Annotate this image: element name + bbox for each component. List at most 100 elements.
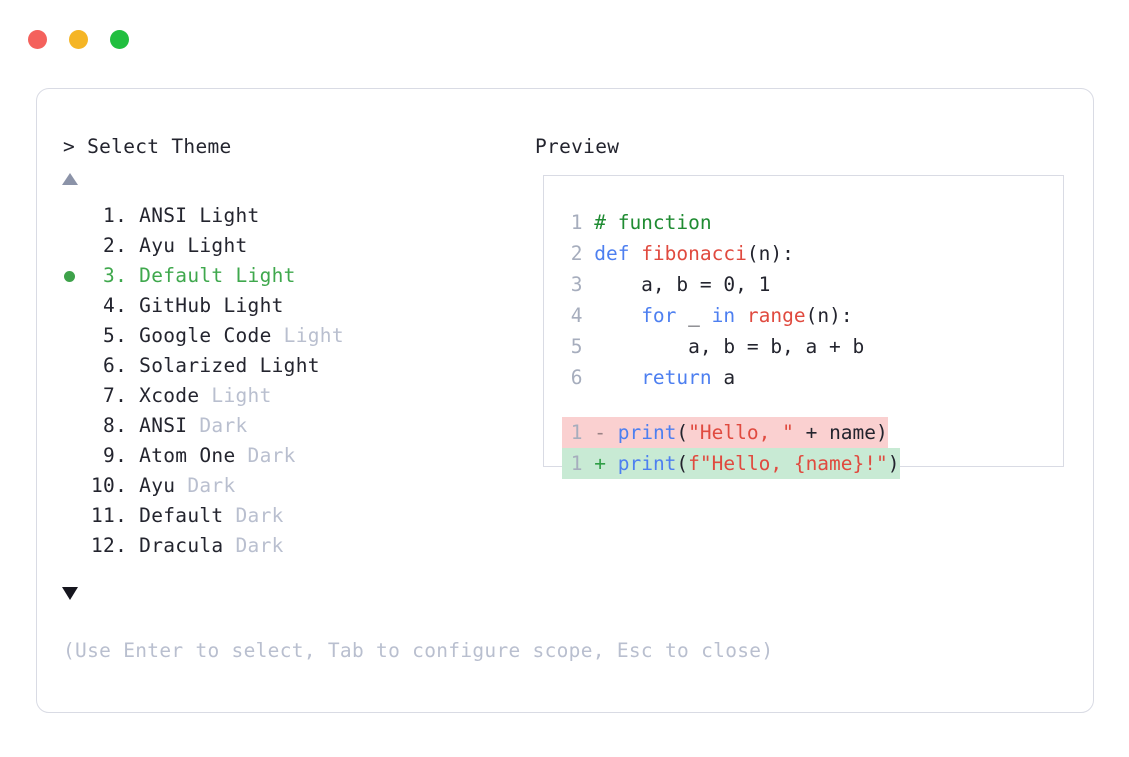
diff-sign: +	[594, 452, 606, 475]
scroll-down-arrow-icon[interactable]	[62, 587, 78, 600]
theme-item-variant: Light	[259, 354, 320, 377]
theme-item-name: ANSI	[139, 414, 188, 437]
theme-list-item[interactable]: 11. Default Dark	[37, 501, 507, 531]
theme-list-item[interactable]: 3. Default Light	[37, 261, 507, 291]
code-token: print	[617, 421, 677, 444]
spacer	[127, 204, 139, 227]
spacer	[175, 234, 187, 257]
code-token: a	[711, 366, 736, 389]
spacer	[582, 452, 594, 475]
spacer	[248, 354, 260, 377]
spacer	[582, 335, 594, 358]
spacer	[187, 204, 199, 227]
code-token: "Hello, "	[688, 421, 794, 444]
code-token: + name)	[793, 421, 888, 444]
spacer	[236, 444, 248, 467]
theme-list-item[interactable]: 7. Xcode Light	[37, 381, 507, 411]
line-number: 5	[570, 335, 583, 358]
theme-item-name: GitHub	[139, 294, 212, 317]
code-token: for	[641, 304, 677, 327]
theme-item-variant: Light	[199, 204, 260, 227]
code-token: a, b = 0, 1	[594, 273, 771, 296]
code-token: fibonacci	[641, 242, 747, 265]
code-token: (n):	[805, 304, 853, 327]
code-line: 6 return a	[562, 362, 900, 393]
theme-item-name: Ayu	[139, 234, 176, 257]
spacer	[175, 474, 187, 497]
code-token: def	[594, 242, 642, 265]
theme-item-name: Default	[139, 504, 224, 527]
theme-list-item[interactable]: 8. ANSI Dark	[37, 411, 507, 441]
code-token: a, b = b, a + b	[594, 335, 865, 358]
theme-item-variant: Dark	[199, 414, 248, 437]
theme-list-item[interactable]: 9. Atom One Dark	[37, 441, 507, 471]
theme-item-name: Atom One	[139, 444, 236, 467]
code-line: 2 def fibonacci(n):	[562, 238, 900, 269]
spacer	[127, 534, 139, 557]
spacer	[582, 366, 594, 389]
theme-list-item[interactable]: 10. Ayu Dark	[37, 471, 507, 501]
diff-line-add: 1 + print(f"Hello, {name}!")	[562, 448, 900, 479]
code-token: # function	[594, 211, 712, 234]
close-window-button[interactable]	[28, 30, 47, 49]
spacer	[127, 504, 139, 527]
prompt-label: > Select Theme	[63, 135, 232, 158]
theme-item-number: 6.	[91, 354, 128, 377]
theme-item-number: 9.	[91, 444, 128, 467]
theme-list: 1. ANSI Light 2. Ayu Light 3. Default Li…	[37, 201, 507, 561]
code-token: return	[641, 366, 712, 389]
diff-line-del: 1 - print("Hello, " + name)	[562, 417, 900, 448]
theme-list-item[interactable]: 5. Google Code Light	[37, 321, 507, 351]
line-number: 1	[570, 421, 583, 444]
spacer	[582, 211, 594, 234]
spacer	[582, 273, 594, 296]
theme-list-item[interactable]: 2. Ayu Light	[37, 231, 507, 261]
spacer	[127, 414, 139, 437]
spacer	[582, 242, 594, 265]
code-token: (	[676, 421, 689, 444]
theme-item-number: 2.	[91, 234, 128, 257]
spacer	[606, 452, 618, 475]
theme-item-number: 11.	[91, 504, 128, 527]
line-number: 3	[570, 273, 583, 296]
theme-item-name: Solarized	[139, 354, 248, 377]
theme-item-name: ANSI	[139, 204, 188, 227]
theme-item-number: 12.	[91, 534, 128, 557]
code-token	[594, 366, 641, 389]
spacer	[127, 234, 139, 257]
theme-item-number: 4.	[91, 294, 128, 317]
code-line: 1 # function	[562, 207, 900, 238]
theme-item-variant: Light	[283, 324, 344, 347]
theme-item-number: 1.	[91, 204, 128, 227]
theme-item-name: Dracula	[139, 534, 224, 557]
spacer	[127, 384, 139, 407]
line-number: 4	[570, 304, 583, 327]
window-traffic-lights	[28, 30, 129, 49]
spacer	[582, 304, 594, 327]
keyboard-hint: (Use Enter to select, Tab to configure s…	[63, 639, 774, 662]
spacer	[127, 294, 139, 317]
theme-item-number: 10.	[91, 474, 128, 497]
theme-list-item[interactable]: 6. Solarized Light	[37, 351, 507, 381]
spacer	[582, 421, 594, 444]
minimize-window-button[interactable]	[69, 30, 88, 49]
code-token	[594, 304, 641, 327]
theme-item-number: 3.	[91, 264, 128, 287]
code-token: f"Hello, {name}!"	[688, 452, 888, 475]
selected-indicator-dot	[64, 271, 75, 282]
spacer	[606, 421, 618, 444]
spacer	[127, 474, 139, 497]
scroll-up-arrow-icon[interactable]	[62, 173, 78, 185]
theme-item-number: 8.	[91, 414, 128, 437]
theme-list-item[interactable]: 12. Dracula Dark	[37, 531, 507, 561]
theme-item-variant: Dark	[247, 444, 296, 467]
theme-list-item[interactable]: 1. ANSI Light	[37, 201, 507, 231]
theme-list-item[interactable]: 4. GitHub Light	[37, 291, 507, 321]
spacer	[223, 534, 235, 557]
spacer	[223, 264, 235, 287]
zoom-window-button[interactable]	[110, 30, 129, 49]
theme-item-variant: Dark	[235, 504, 284, 527]
theme-item-variant: Dark	[187, 474, 236, 497]
